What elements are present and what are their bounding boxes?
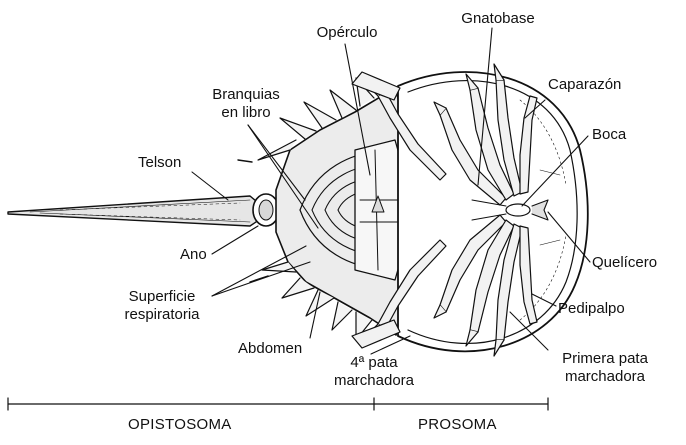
label-cuarta-pata-1: 4ª pata — [350, 354, 398, 371]
label-branquias-2: en libro — [221, 104, 271, 121]
label-telson: Telson — [138, 154, 182, 171]
anus-knob — [252, 193, 280, 227]
label-ano: Ano — [180, 246, 207, 263]
telson-shape — [7, 195, 263, 227]
walking-legs — [351, 63, 538, 357]
section-brackets — [7, 397, 549, 411]
label-primera-pata-1: Primera pata — [562, 350, 648, 367]
leader-lines — [191, 27, 591, 355]
label-caparazon: Caparazón — [548, 76, 622, 93]
label-superficie-2: respiratoria — [124, 306, 200, 323]
label-gnatobase: Gnatobase — [461, 10, 535, 27]
label-pedipalpo: Pedipalpo — [558, 300, 625, 317]
mouth-area — [471, 199, 549, 221]
label-quelicero: Quelícero — [592, 254, 658, 271]
opisthosoma-shape — [237, 77, 413, 341]
label-superficie-1: Superficie — [128, 288, 196, 305]
label-primera-pata-2: marchadora — [564, 368, 646, 385]
label-cuarta-pata-2: marchadora — [333, 372, 415, 389]
label-boca: Boca — [592, 126, 627, 143]
label-abdomen: Abdomen — [238, 340, 303, 357]
section-prosoma: PROSOMA — [418, 416, 497, 433]
label-operculo: Opérculo — [316, 24, 378, 41]
section-opistosoma: OPISTOSOMA — [128, 416, 232, 433]
label-branquias-1: Branquias — [212, 86, 280, 103]
